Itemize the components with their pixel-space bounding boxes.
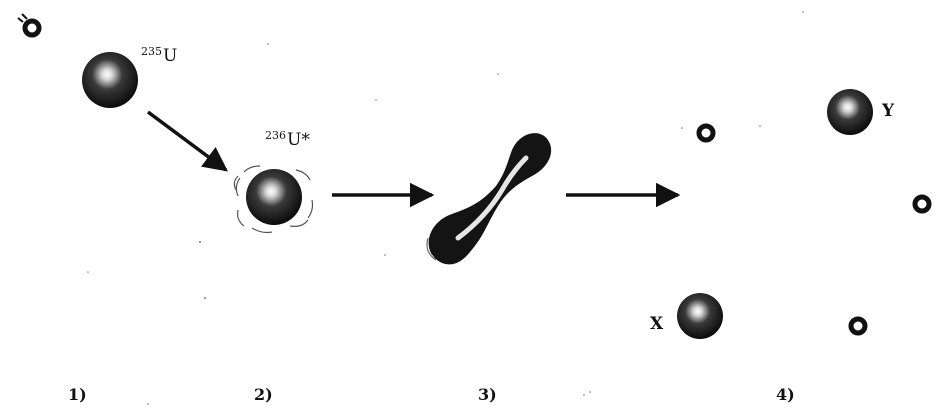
step-4-label: 4) bbox=[776, 385, 795, 404]
fragment-x-nucleus bbox=[677, 293, 723, 339]
fragment-x-label: X bbox=[650, 314, 664, 334]
deformed-nucleus bbox=[426, 133, 552, 265]
step-3-label: 3) bbox=[478, 385, 497, 404]
incoming-neutron bbox=[17, 13, 42, 38]
fragment-y-nucleus bbox=[827, 89, 873, 135]
step-1-label: 1) bbox=[68, 385, 87, 404]
uranium-236-label: 236U* bbox=[265, 129, 310, 150]
scan-specks bbox=[87, 11, 804, 405]
fragment-y-label: Y bbox=[882, 101, 895, 121]
step-2-label: 2) bbox=[254, 385, 273, 404]
capture-arrow bbox=[146, 110, 228, 172]
emitted-neutron bbox=[912, 194, 932, 214]
emitted-neutron bbox=[848, 316, 868, 336]
uranium-235-nucleus bbox=[82, 52, 138, 108]
uranium-235-label: 235U bbox=[141, 45, 178, 66]
emitted-neutron bbox=[696, 123, 716, 143]
uranium-236-excited-nucleus bbox=[233, 165, 314, 234]
